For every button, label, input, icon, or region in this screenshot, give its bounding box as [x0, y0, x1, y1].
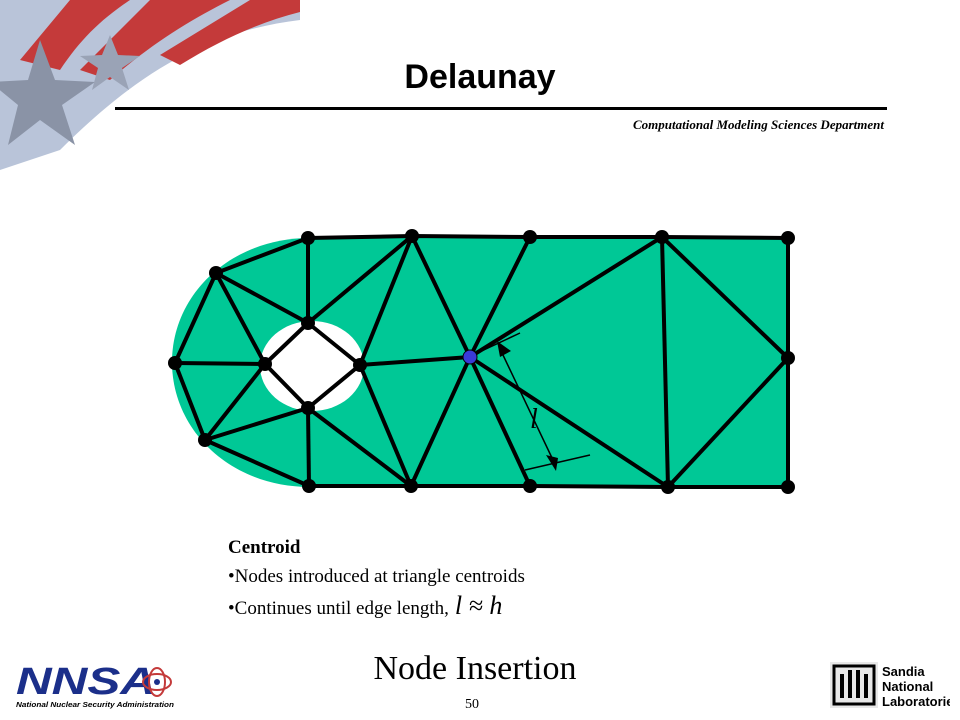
notes-heading: Centroid	[228, 537, 301, 558]
note-item-1: •Nodes introduced at triangle centroids	[228, 566, 525, 587]
mesh-nodes	[168, 229, 795, 494]
note-item-2-text: •Continues until edge length,	[228, 598, 449, 619]
edge-length-indicator	[472, 332, 591, 471]
sandia-line-3: Laboratories	[882, 694, 950, 709]
nnsa-caption: National Nuclear Security Administration	[16, 702, 174, 709]
note-item-2: •Continues until edge length,l ≈ h	[228, 591, 525, 623]
slide-title: Delaunay	[404, 58, 556, 96]
nnsa-logo: NNSA National Nuclear Security Administr…	[16, 661, 174, 709]
nnsa-logo-text: NNSA	[16, 661, 156, 703]
department-label: Computational Modeling Sciences Departme…	[633, 117, 884, 132]
edge-length-label: l	[530, 404, 538, 435]
arrow-head-bottom	[546, 455, 558, 471]
slide-subtitle: Node Insertion	[373, 650, 577, 687]
title-rule	[115, 107, 887, 110]
sandia-line-2: National	[882, 679, 933, 694]
page-number: 50	[465, 697, 479, 712]
arrow-head-top	[497, 341, 511, 357]
sandia-line-1: Sandia	[882, 664, 925, 679]
notes-block: Centroid •Nodes introduced at triangle c…	[228, 533, 525, 623]
sandia-logo: Sandia National Laboratories	[830, 662, 950, 709]
flag-banner-graphic	[0, 0, 300, 170]
hole	[260, 321, 364, 411]
edge-length-formula: l ≈ h	[454, 591, 503, 620]
inserted-node	[462, 349, 478, 365]
